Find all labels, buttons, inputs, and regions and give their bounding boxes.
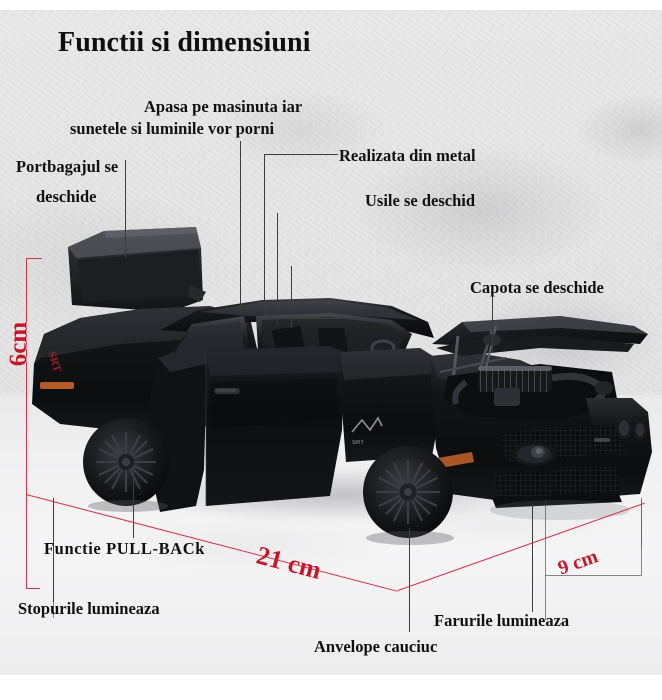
leader-tires	[409, 528, 410, 632]
tail-light	[40, 382, 74, 389]
bottom-white-margin	[0, 675, 662, 700]
rear-wheel	[83, 418, 169, 506]
label-taillights: Stopurile lumineaza	[18, 599, 160, 618]
car-mid-body: SRT	[340, 348, 442, 462]
engine-bay	[444, 364, 618, 420]
front-fascia	[492, 398, 652, 508]
label-doors: Usile se deschid	[365, 191, 476, 210]
height-tick-bottom	[26, 588, 40, 589]
leader-metal-vertical	[264, 154, 265, 318]
open-trunk-lid	[68, 227, 206, 312]
label-hood: Capota se deschide	[470, 278, 604, 297]
label-headlights: Farurile lumineaza	[434, 611, 570, 630]
front-wheel	[363, 446, 453, 538]
leader-headlights	[532, 504, 533, 612]
headlight-left	[512, 442, 556, 466]
open-hood	[432, 316, 648, 391]
label-trunk-line2: deschide	[36, 187, 97, 206]
height-tick-top	[26, 258, 42, 259]
supercharger	[478, 368, 552, 392]
leader-doors-vertical	[277, 213, 278, 325]
label-tires: Anvelope cauciuc	[314, 637, 438, 656]
label-pullback: Functie PULL-BACk	[44, 539, 205, 558]
label-press-car-line2: sunetele si luminile vor porni	[70, 119, 275, 138]
leader-trunk	[125, 160, 126, 258]
width-measure-guide	[545, 575, 641, 576]
label-trunk-line1: Portbagajul se	[16, 157, 119, 176]
leader-taillights	[53, 498, 54, 602]
front-measure-guide	[545, 500, 546, 620]
dimension-height: 6cm	[5, 321, 33, 367]
top-white-margin	[0, 0, 662, 10]
leader-metal-horizontal	[264, 154, 338, 155]
leader-press-car	[240, 141, 241, 313]
height-dimension-line	[26, 258, 27, 588]
svg-text:SRT: SRT	[352, 440, 364, 446]
leader-metal-horizontal-2	[264, 318, 376, 319]
width-corner-tick	[641, 500, 642, 548]
lower-grille	[494, 466, 620, 498]
leader-hood	[492, 296, 493, 352]
label-metal: Realizata din metal	[339, 146, 476, 165]
headlight-right	[616, 417, 647, 440]
page-title: Functii si dimensiuni	[58, 27, 311, 58]
open-driver-door	[150, 346, 344, 512]
label-press-car-line1: Apasa pe masinuta iar	[144, 97, 303, 116]
leader-pullback	[133, 468, 134, 538]
leader-doors-vertical-2	[291, 266, 292, 328]
